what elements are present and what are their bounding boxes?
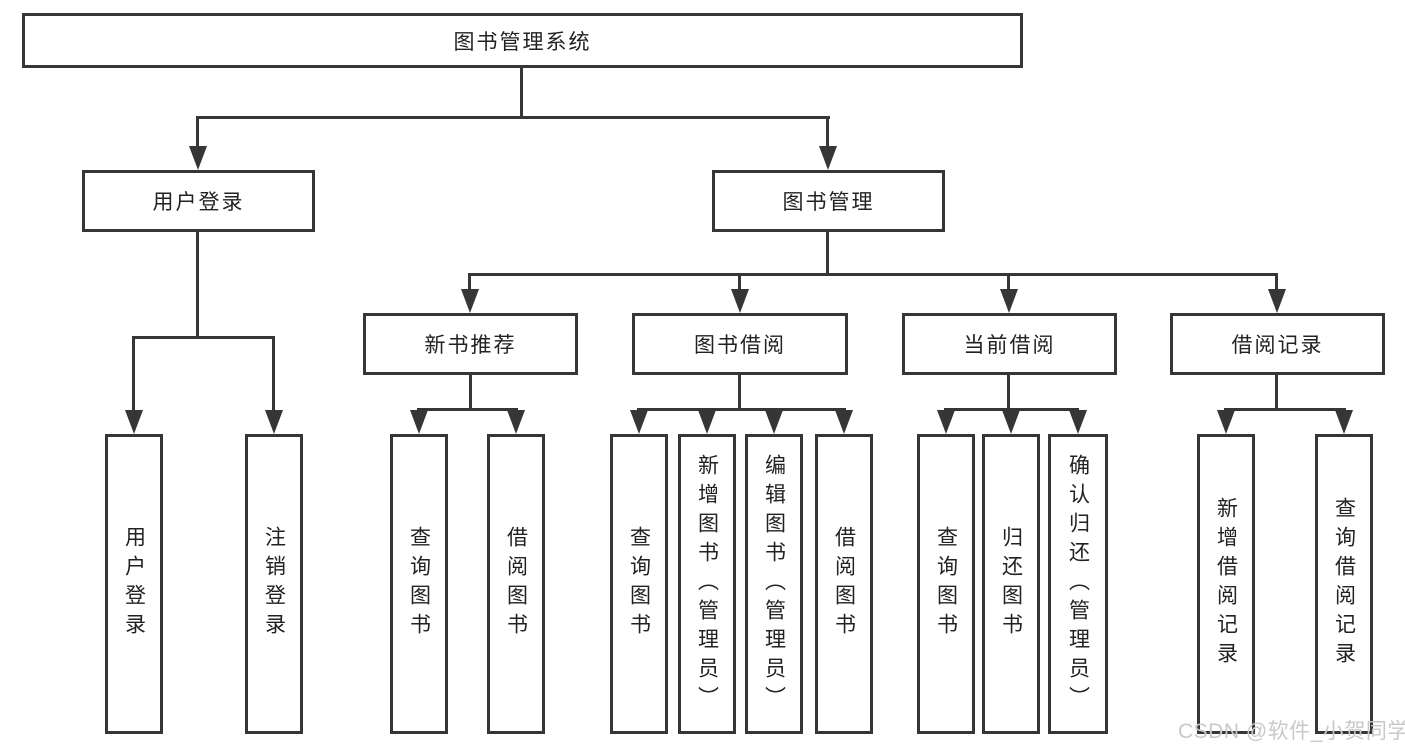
node-book-borrow: 图书借阅 (632, 313, 848, 375)
connector-vline (738, 375, 741, 411)
leaf-query-borrow-record: 查询借阅记录 (1315, 434, 1373, 734)
connector-vline (196, 116, 199, 150)
arrow-down-icon (1000, 289, 1018, 313)
connector-vline (826, 116, 829, 150)
connector-hline (417, 408, 518, 411)
node-current-borrow: 当前借阅 (902, 313, 1117, 375)
arrow-down-icon (410, 410, 428, 434)
arrow-down-icon (765, 410, 783, 434)
connector-hline (196, 116, 830, 119)
arrow-down-icon (1268, 289, 1286, 313)
arrow-down-icon (819, 146, 837, 170)
arrow-down-icon (1069, 410, 1087, 434)
node-book-management: 图书管理 (712, 170, 945, 232)
connector-hline (944, 408, 1079, 411)
arrow-down-icon (937, 410, 955, 434)
arrow-down-icon (1002, 410, 1020, 434)
arrow-down-icon (835, 410, 853, 434)
leaf-confirm-return-admin: 确认归还（管理员） (1048, 434, 1108, 734)
connector-hline (132, 336, 275, 339)
connector-vline (1275, 273, 1278, 293)
node-new-book-recommend: 新书推荐 (363, 313, 578, 375)
leaf-logout: 注销登录 (245, 434, 303, 734)
arrow-down-icon (1217, 410, 1235, 434)
connector-vline (826, 232, 829, 276)
leaf-query-books-borrow: 查询图书 (610, 434, 668, 734)
leaf-add-borrow-record: 新增借阅记录 (1197, 434, 1255, 734)
arrow-down-icon (265, 410, 283, 434)
arrow-down-icon (507, 410, 525, 434)
connector-vline (469, 375, 472, 411)
leaf-return-book: 归还图书 (982, 434, 1040, 734)
arrow-down-icon (698, 410, 716, 434)
connector-hline (1224, 408, 1346, 411)
leaf-edit-book-admin: 编辑图书（管理员） (745, 434, 803, 734)
watermark: CSDN @软件_小贺同学 (1178, 720, 1405, 743)
arrow-down-icon (1335, 410, 1353, 434)
connector-vline (132, 336, 135, 414)
connector-hline (637, 408, 846, 411)
arrow-down-icon (461, 289, 479, 313)
connector-vline (1007, 273, 1010, 293)
connector-vline (196, 232, 199, 339)
arrow-down-icon (630, 410, 648, 434)
leaf-add-book-admin: 新增图书（管理员） (678, 434, 736, 734)
connector-vline (738, 273, 741, 293)
connector-vline (272, 336, 275, 414)
node-user-login: 用户登录 (82, 170, 315, 232)
leaf-borrow-books-recommend: 借阅图书 (487, 434, 545, 734)
connector-vline (1007, 375, 1010, 411)
node-root: 图书管理系统 (22, 13, 1023, 68)
leaf-borrow-books: 借阅图书 (815, 434, 873, 734)
connector-hline (468, 273, 1278, 276)
leaf-user-login: 用户登录 (105, 434, 163, 734)
connector-vline (468, 273, 471, 293)
arrow-down-icon (125, 410, 143, 434)
arrow-down-icon (189, 146, 207, 170)
connector-vline (1275, 375, 1278, 411)
arrow-down-icon (731, 289, 749, 313)
connector-vline (520, 68, 523, 119)
leaf-query-books-current: 查询图书 (917, 434, 975, 734)
node-borrow-records: 借阅记录 (1170, 313, 1385, 375)
leaf-query-books-recommend: 查询图书 (390, 434, 448, 734)
